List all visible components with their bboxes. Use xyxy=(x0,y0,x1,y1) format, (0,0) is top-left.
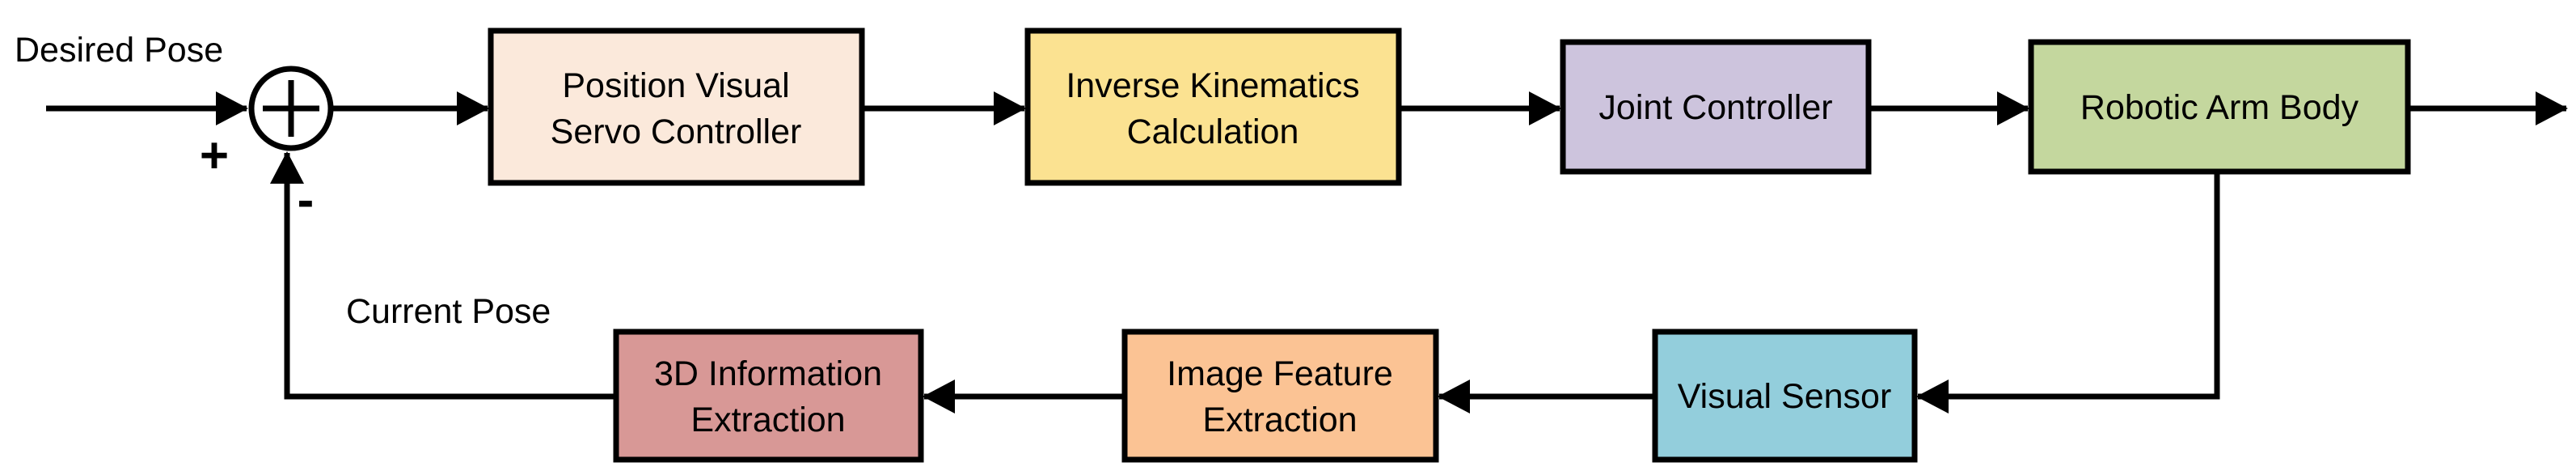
plus-sign-label: + xyxy=(200,128,229,184)
block-position-visual-servo-controller: Position Visual Servo Controller xyxy=(488,28,865,186)
arrow-3d-information-to-sum xyxy=(270,151,616,400)
block-rect xyxy=(1121,329,1439,463)
block-label-line1: Joint Controller xyxy=(1598,88,1832,127)
block-rect xyxy=(613,329,924,463)
block-inverse-kinematics-calculation: Inverse Kinematics Calculation xyxy=(1024,28,1402,186)
block-robotic-arm-body: Robotic Arm Body xyxy=(2028,39,2411,175)
block-joint-controller: Joint Controller xyxy=(1560,39,1872,175)
minus-sign-label: - xyxy=(298,172,315,228)
block-label-line2: Servo Controller xyxy=(551,112,802,151)
desired-pose-label: Desired Pose xyxy=(15,31,223,70)
block-rect xyxy=(2028,39,2411,175)
block-label-line1: Position Visual xyxy=(562,66,789,105)
block-image-feature-extraction: Image Feature Extraction xyxy=(1121,329,1439,463)
block-rect xyxy=(488,28,865,186)
block-label-line1: Visual Sensor xyxy=(1678,377,1892,416)
block-label-line1: Robotic Arm Body xyxy=(2080,88,2359,127)
block-label-line1: Inverse Kinematics xyxy=(1066,66,1359,105)
summing-junction xyxy=(248,66,334,151)
block-label-line2: Extraction xyxy=(1202,401,1357,439)
current-pose-label: Current Pose xyxy=(346,292,551,331)
arrow-robotic-arm-to-visual-sensor xyxy=(1916,172,2220,414)
block-3d-information-extraction: 3D Information Extraction xyxy=(613,329,924,463)
block-label-line1: 3D Information xyxy=(654,354,882,393)
block-label-line2: Calculation xyxy=(1127,112,1299,151)
block-rect xyxy=(1024,28,1402,186)
block-label-line1: Image Feature xyxy=(1167,354,1393,393)
block-visual-sensor: Visual Sensor xyxy=(1652,329,1918,463)
block-label-line2: Extraction xyxy=(690,401,845,439)
